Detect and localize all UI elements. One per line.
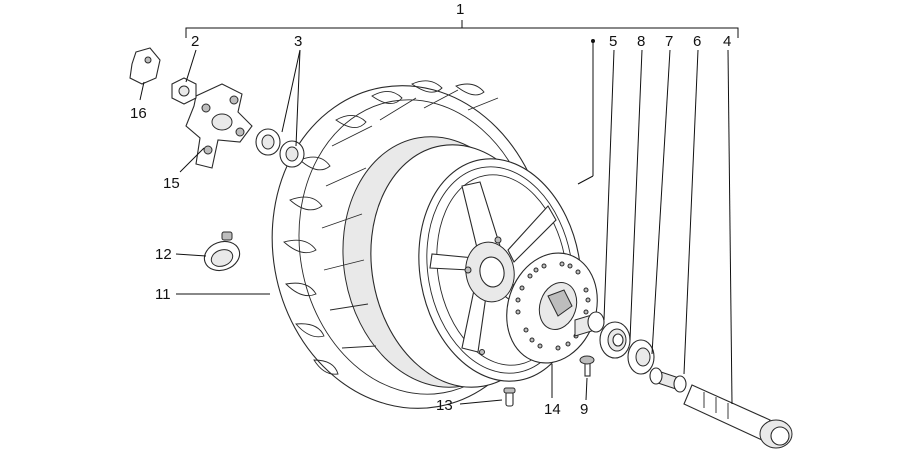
bearing-part-8 (599, 321, 631, 359)
clip-part-16 (129, 47, 161, 85)
callout-16: 16 (130, 105, 147, 122)
group-bracket (185, 27, 739, 38)
axle-part-4 (683, 384, 793, 449)
hub-carrier-part-15 (185, 83, 253, 169)
screw-part-9 (579, 355, 595, 377)
bearing-part-5 (574, 311, 605, 337)
callout-9: 9 (580, 401, 588, 418)
callout-2: 2 (191, 33, 199, 50)
disc-holes (515, 261, 591, 351)
leader-lines (139, 39, 733, 405)
callout-13: 13 (436, 397, 453, 414)
callout-12: 12 (155, 246, 172, 263)
callout-15: 15 (163, 175, 180, 192)
rim-spokes (429, 181, 557, 353)
callout-14: 14 (544, 401, 561, 418)
tire-tread-pattern (283, 80, 499, 375)
callout-7: 7 (665, 33, 673, 50)
callout-5: 5 (609, 33, 617, 50)
callout-3: 3 (294, 33, 302, 50)
gear-ring-part-12 (203, 231, 241, 272)
callout-1: 1 (456, 1, 464, 18)
nut-part-2 (171, 77, 197, 105)
spacer-ring-part-7 (627, 339, 655, 375)
bushing-part-6 (649, 367, 687, 393)
callout-11: 11 (155, 286, 171, 303)
valve-part-13 (503, 387, 516, 407)
callout-8: 8 (637, 33, 645, 50)
callout-4: 4 (723, 33, 731, 50)
callout-6: 6 (693, 33, 701, 50)
bearings-part-3 (255, 128, 305, 168)
